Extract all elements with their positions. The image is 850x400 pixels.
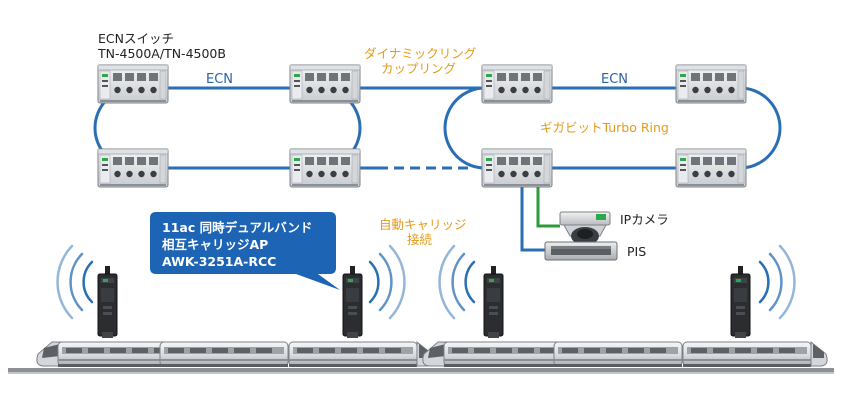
ecn-switch-3 — [289, 64, 361, 104]
ecn-switch-6 — [481, 148, 553, 188]
switch-title-line2: TN-4500A/TN-4500B — [97, 46, 226, 61]
auto-carriage-label-line1: 自動キャリッジ — [379, 217, 467, 232]
dynamic-ring-label-line1: ダイナミックリング — [364, 46, 476, 61]
dynamic-ring-label-line2: カップリング — [381, 61, 456, 76]
pis-label: PIS — [627, 244, 646, 259]
ecn-switch-2 — [97, 148, 169, 188]
train-right — [422, 340, 828, 368]
wifi-waves-4 — [758, 244, 796, 320]
callout-line3: AWK-3251A-RCC — [162, 254, 276, 269]
wireless-ap-3 — [483, 265, 504, 339]
ring-coupling — [360, 86, 485, 170]
wireless-ap-4 — [730, 265, 751, 339]
ecn-switch-4 — [289, 148, 361, 188]
gigabit-turbo-ring-label: ギガビットTurbo Ring — [540, 120, 669, 135]
wifi-waves-2 — [368, 244, 406, 320]
auto-carriage-label-line2: 接続 — [407, 232, 433, 247]
ap-callout — [150, 212, 340, 290]
callout-line1: 11ac 同時デュアルバンド — [162, 220, 312, 235]
ecn-label-left: ECN — [206, 72, 233, 87]
pis-device-icon — [544, 241, 618, 261]
camera-link — [520, 187, 560, 252]
ecn-switch-5 — [481, 64, 553, 104]
ecn-switch-8 — [675, 148, 747, 188]
train-left — [36, 340, 434, 368]
wireless-ap-1 — [97, 265, 118, 339]
wifi-waves-3 — [438, 244, 476, 320]
ecn-switch-1 — [97, 64, 169, 104]
ip-camera-icon — [559, 211, 611, 245]
ecn-label-right: ECN — [601, 72, 628, 87]
rail-track — [8, 368, 834, 374]
wifi-waves-1 — [56, 244, 94, 320]
wireless-ap-2 — [342, 265, 363, 339]
ecn-switch-7 — [675, 64, 747, 104]
ip-camera-label: IPカメラ — [620, 212, 669, 227]
callout-line2: 相互キャリッジAP — [162, 237, 268, 252]
switch-title-line1: ECNスイッチ — [98, 31, 174, 46]
